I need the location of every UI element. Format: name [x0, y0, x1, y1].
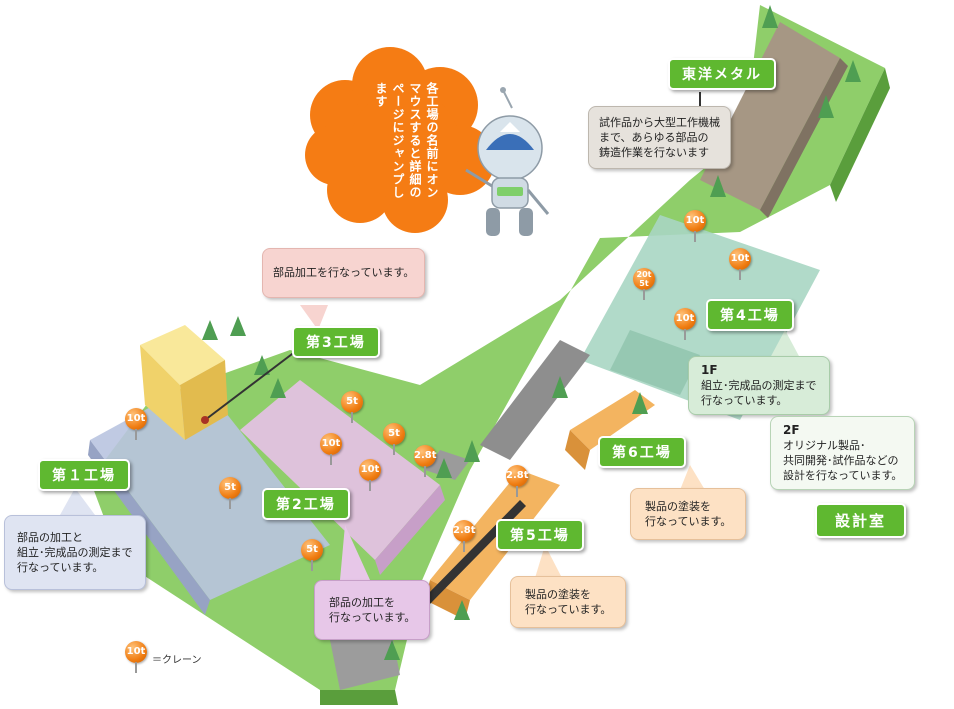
factory3-desc-line1: 部品加工を行なっています。	[273, 266, 415, 279]
toyo-metal-label[interactable]: 東洋メタル	[668, 58, 776, 90]
crane-capacity: 10t	[359, 459, 381, 481]
crane-capacity: 10t	[674, 308, 696, 330]
factory1-desc-line1: 部品の加工と	[17, 531, 83, 544]
legend-crane-capacity: 10t	[125, 641, 147, 663]
factory6-building	[565, 390, 655, 470]
factory1-desc-line3: 行なっています。	[17, 561, 104, 574]
crane-pin-icon: 2.8t	[414, 445, 437, 477]
crane-capacity: 2.8t	[506, 465, 529, 487]
crane-capacity: 5t	[301, 539, 323, 561]
toyo-desc-line1: 試作品から大型工作機械	[599, 116, 720, 129]
factory3-label[interactable]: 第3工場	[292, 326, 380, 358]
crane-capacity: 10t	[684, 210, 706, 232]
factory4-2f-desc-line2: 共同開発･試作品などの	[783, 454, 899, 467]
legend-crane-icon: 10t	[125, 641, 147, 673]
crane-capacity: 10t	[729, 248, 751, 270]
factory1-desc-line2: 組立･完成品の測定まで	[17, 546, 133, 559]
factory6-callout: 製品の塗装を 行なっています。	[630, 488, 747, 540]
crane-capacity: 5t	[383, 423, 405, 445]
crane-pin-icon: 10t	[125, 408, 147, 440]
factory2-desc-line1: 部品の加工を	[329, 596, 395, 609]
factory4-1f-title: 1F	[701, 363, 718, 377]
factory6-desc-line1: 製品の塗装を	[645, 500, 711, 513]
factory2-desc-line2: 行なっています。	[329, 611, 416, 624]
toyo-desc-line2: まで、あらゆる部品の	[599, 131, 709, 144]
factory3-building	[140, 325, 228, 440]
crane-capacity: 2.8t	[414, 445, 437, 467]
factory2-building	[240, 380, 445, 575]
factory5-desc-line2: 行なっています。	[525, 603, 612, 616]
toyo-desc-line3: 鋳造作業を行ないます	[599, 146, 709, 159]
crane-capacity: 10t	[125, 408, 147, 430]
factory1-label[interactable]: 第１工場	[38, 459, 130, 491]
crane-capacity: 5t	[219, 477, 241, 499]
crane-pin-icon: 10t	[320, 433, 342, 465]
trees	[202, 5, 861, 660]
design-room-label[interactable]: 設計室	[815, 503, 907, 538]
crane-pin-icon: 5t	[341, 391, 363, 423]
legend-text: ＝クレーン	[152, 655, 202, 666]
callout-tails	[60, 305, 800, 580]
gray-sheds	[330, 340, 590, 690]
crane-capacity-dual: 20t 5t	[633, 268, 655, 290]
factory6-label[interactable]: 第6工場	[598, 436, 686, 468]
crane-pin-icon: 5t	[219, 477, 241, 509]
crane-pin-icon: 20t 5t	[633, 268, 655, 300]
crane-pin-icon: 2.8t	[506, 465, 529, 497]
bubble-instruction-text: 各工場の名前にオンマウスすると詳細のページにジャンプします	[374, 82, 439, 199]
crane-pin-icon: 5t	[301, 539, 323, 571]
toyo-metal-callout: 試作品から大型工作機械 まで、あらゆる部品の 鋳造作業を行ないます	[588, 106, 731, 169]
crane-pin-icon: 10t	[674, 308, 696, 340]
factory4-2f-desc-line3: 設計を行なっています。	[783, 469, 903, 482]
crane-capacity-main: 20t	[636, 270, 652, 279]
factory6-desc-line2: 行なっています。	[645, 515, 732, 528]
factory3-pointer-dot	[201, 416, 209, 424]
factory4-1f-desc-line2: 行なっています。	[701, 394, 788, 407]
crane-pin-icon: 2.8t	[453, 520, 476, 552]
crane-pin-icon: 10t	[684, 210, 706, 242]
speech-bubble	[305, 47, 495, 233]
crane-capacity: 5t	[341, 391, 363, 413]
crane-capacity-sub: 5t	[639, 279, 649, 288]
factory2-callout: 部品の加工を 行なっています。	[314, 580, 431, 640]
crane-pin-icon: 10t	[729, 248, 751, 280]
crane-pin-icon: 5t	[383, 423, 405, 455]
mascot-robot	[465, 87, 550, 236]
factory4-1f-callout: 1F 組立･完成品の測定まで 行なっています。	[688, 356, 830, 415]
crane-capacity: 2.8t	[453, 520, 476, 542]
factory1-callout: 部品の加工と 組立･完成品の測定まで 行なっています。	[4, 515, 146, 590]
factory3-callout: 部品加工を行なっています。	[262, 248, 426, 298]
factory4-2f-title: 2F	[783, 423, 800, 437]
factory2-label[interactable]: 第2工場	[262, 488, 350, 520]
crane-pin-icon: 10t	[359, 459, 381, 491]
crane-capacity: 10t	[320, 433, 342, 455]
factory4-label[interactable]: 第4工場	[706, 299, 794, 331]
factory4-2f-callout: 2F オリジナル製品･ 共同開発･試作品などの 設計を行なっています。	[770, 416, 916, 490]
factory4-1f-desc-line1: 組立･完成品の測定まで	[701, 379, 817, 392]
factory5-desc-line1: 製品の塗装を	[525, 588, 591, 601]
factory4-2f-desc-line1: オリジナル製品･	[783, 439, 866, 452]
factory5-callout: 製品の塗装を 行なっています。	[510, 576, 627, 628]
factory5-label[interactable]: 第5工場	[496, 519, 584, 551]
